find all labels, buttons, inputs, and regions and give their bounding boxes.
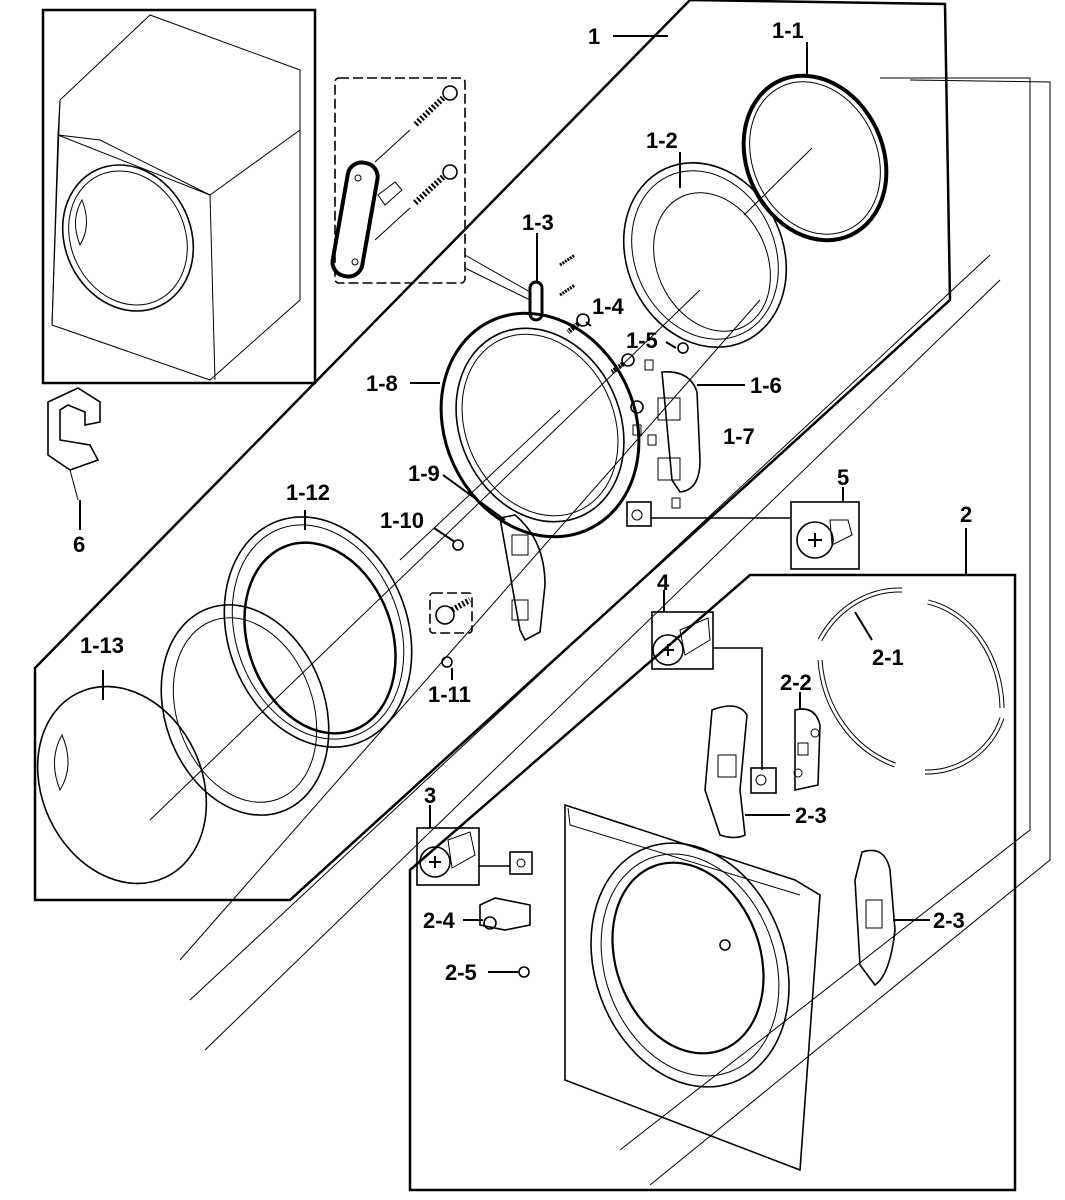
front-panel — [564, 803, 821, 1172]
door-handle — [75, 198, 87, 247]
label-1-1: 1-1 — [772, 18, 804, 43]
part-2-3-bracket-lower — [854, 849, 896, 987]
label-1-11: 1-11 — [428, 682, 471, 707]
label-1-10: 1-10 — [380, 508, 424, 533]
overview-frame — [41, 8, 317, 385]
part-1-6-hinge-bracket — [630, 342, 701, 509]
label-1-13: 1-13 — [80, 633, 124, 658]
part-labels: 1 1-1 1-2 1-3 1-4 1-5 1-6 1-7 1-8 1-9 1-… — [73, 18, 972, 985]
part-1-2-door-glass — [622, 162, 788, 348]
label-1-4: 1-4 — [592, 294, 625, 319]
label-2-3-lower: 2-3 — [933, 908, 965, 933]
screw-icon — [630, 400, 644, 414]
label-2-5: 2-5 — [445, 960, 477, 985]
part-1-9-door-hinge — [499, 514, 546, 642]
label-1-7: 1-7 — [723, 424, 755, 449]
door-assembly-frame — [33, 0, 952, 902]
label-1-3: 1-3 — [522, 210, 554, 235]
label-3: 3 — [424, 783, 436, 808]
label-1-9: 1-9 — [408, 461, 440, 486]
screw-icon — [719, 939, 731, 951]
part-1-1-gasket — [741, 73, 889, 243]
label-2-1: 2-1 — [872, 645, 904, 670]
label-2-2: 2-2 — [780, 670, 812, 695]
part-2-1-ring-segments — [817, 587, 1005, 775]
label-6: 6 — [73, 532, 85, 557]
door-trim-ring — [160, 604, 330, 816]
part-2-5-screw-icon — [518, 966, 530, 978]
label-1-8: 1-8 — [366, 371, 398, 396]
label-1-5: 1-5 — [626, 328, 658, 353]
hinge-plate — [330, 160, 380, 279]
hinge-screw-icon — [412, 164, 458, 206]
label-1: 1 — [588, 24, 600, 49]
label-2: 2 — [960, 502, 972, 527]
hinge-screw-detail — [429, 592, 473, 634]
label-1-12: 1-12 — [286, 480, 330, 505]
label-1-2: 1-2 — [646, 128, 678, 153]
part-6-clip — [47, 387, 101, 501]
leader-lines — [79, 35, 967, 973]
part-1-4-screw-icon — [566, 313, 590, 334]
hinge-detail-inset — [330, 77, 531, 301]
hinge-screw-icon — [412, 85, 458, 128]
screw-callout-small — [626, 501, 790, 527]
label-2-4: 2-4 — [423, 908, 456, 933]
appliance-overview-inset — [41, 8, 317, 385]
part-4-screw-callout — [651, 611, 763, 770]
part-2-4-sensor — [479, 897, 531, 931]
door-handle — [54, 733, 69, 792]
part-1-11-screw-icon — [441, 656, 453, 668]
door-ring — [61, 164, 195, 312]
projection-lines — [149, 77, 1051, 1186]
part-3-screw-callout — [416, 827, 533, 886]
part-1-13-door-cover — [36, 685, 208, 885]
part-5-screw-callout — [790, 501, 860, 570]
label-1-6: 1-6 — [750, 373, 782, 398]
part-2-3-bracket-upper — [704, 705, 748, 839]
label-2-3-upper: 2-3 — [795, 803, 827, 828]
part-1-8-door-frame — [399, 311, 641, 561]
part-1-10-screw-icon — [452, 539, 464, 551]
screw-icon — [677, 342, 689, 354]
label-4: 4 — [657, 570, 670, 595]
hinge-detail-frame — [334, 77, 466, 284]
label-5: 5 — [837, 465, 849, 490]
front-panel-frame — [408, 573, 1017, 1192]
dryer-illustration — [51, 14, 301, 381]
screw-icon — [610, 353, 635, 375]
part-1-12-inner-ring — [223, 516, 413, 748]
